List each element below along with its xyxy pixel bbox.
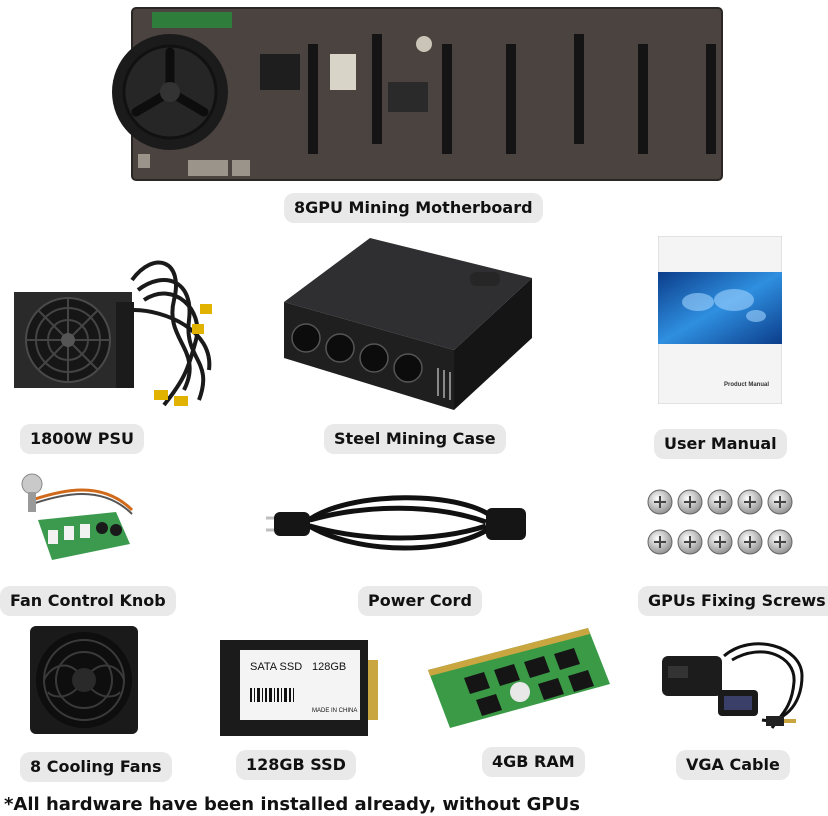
manual-cover-text: Product Manual xyxy=(724,382,769,388)
cooling-fan-label: 8 Cooling Fans xyxy=(20,752,172,782)
ssd-capacity: 128GB xyxy=(312,661,346,673)
psu-icon xyxy=(14,260,212,407)
ram-image xyxy=(428,628,610,730)
power-cord-image xyxy=(266,490,528,556)
vga-cable-label: VGA Cable xyxy=(676,750,790,780)
motherboard-label: 8GPU Mining Motherboard xyxy=(284,193,543,223)
ssd-icon: SATA SSD 128GB MADE IN CHINA xyxy=(220,640,378,736)
cooling-fan-icon xyxy=(30,626,138,734)
ram-icon xyxy=(428,628,610,728)
cooling-fan-image xyxy=(30,626,138,734)
vga-cable-icon xyxy=(662,642,804,729)
manual-image: Product Manual xyxy=(658,236,782,404)
screws-image xyxy=(644,486,794,560)
ssd-image: SATA SSD 128GB MADE IN CHINA xyxy=(220,640,378,736)
mining-case-icon xyxy=(284,238,532,410)
ram-label: 4GB RAM xyxy=(482,747,585,777)
power-cord-icon xyxy=(266,495,526,551)
psu-image xyxy=(14,240,224,416)
manual-icon: Product Manual xyxy=(658,236,782,404)
motherboard-image xyxy=(108,4,726,184)
mining-case-label: Steel Mining Case xyxy=(324,424,506,454)
fan-control-icon xyxy=(21,473,134,560)
mining-case-image xyxy=(284,238,532,412)
power-cord-label: Power Cord xyxy=(358,586,482,616)
psu-label: 1800W PSU xyxy=(20,424,144,454)
manual-label: User Manual xyxy=(654,429,787,459)
vga-cable-image xyxy=(662,636,808,736)
screws-label: GPUs Fixing Screws xyxy=(638,586,828,616)
ssd-label: 128GB SSD xyxy=(236,750,356,780)
screws-icon xyxy=(647,489,793,555)
installation-note: *All hardware have been installed alread… xyxy=(4,794,580,815)
fan-control-label: Fan Control Knob xyxy=(0,586,176,616)
fan-control-image xyxy=(12,470,136,570)
ssd-origin: MADE IN CHINA xyxy=(312,708,357,714)
ssd-title: SATA SSD xyxy=(250,661,302,673)
motherboard-icon xyxy=(112,7,723,181)
